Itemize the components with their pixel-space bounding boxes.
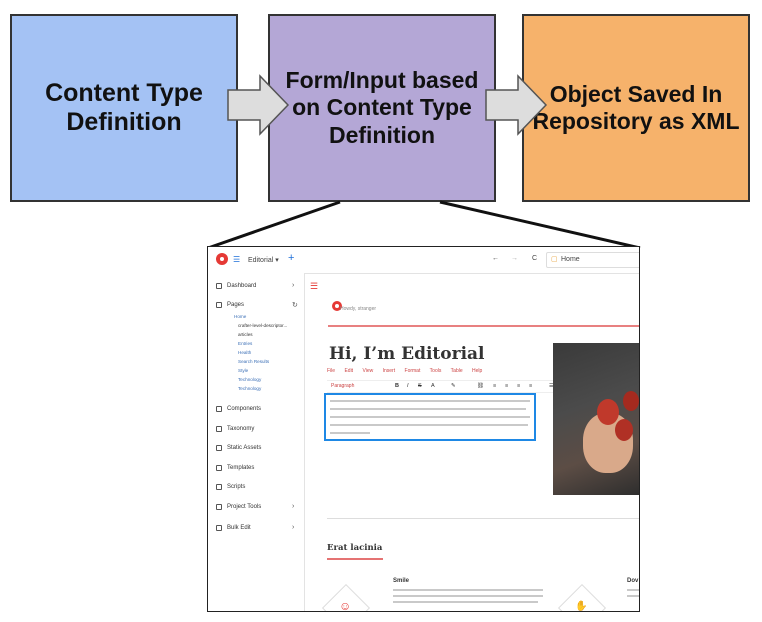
align-right-icon[interactable]: ≡	[517, 383, 521, 389]
content-type-definition-label: Content Type Definition	[45, 78, 203, 137]
chevron-right-icon: ›	[292, 524, 295, 531]
greeting-text: Howdy, stranger	[340, 306, 377, 312]
tree-item[interactable]: Search Results	[238, 359, 270, 364]
address-bar[interactable]: Home ▢	[546, 252, 639, 268]
menu-item[interactable]: Insert	[382, 368, 396, 374]
sidebar: Dashboard › Pages ↻ Home crafter-level-d…	[208, 273, 305, 611]
menu-item[interactable]: File	[327, 368, 336, 374]
preview-panel: ☰ Howdy, stranger Hi, I’m Editorial File…	[305, 273, 639, 612]
sidebar-label: Dashboard	[227, 283, 257, 289]
section-heading: Erat lacinia	[327, 543, 383, 553]
menu-item[interactable]: Table	[450, 368, 463, 374]
menu-item[interactable]: Help	[472, 368, 483, 374]
sidebar-label: Taxonomy	[227, 426, 255, 432]
tree-item[interactable]: Entries	[238, 341, 253, 346]
crafter-logo-icon	[216, 253, 228, 265]
highlight-icon[interactable]: ✎	[451, 383, 456, 389]
sidebar-item-dashboard[interactable]: Dashboard	[216, 283, 256, 289]
address-text: Home	[561, 256, 580, 263]
site-selector[interactable]: Editorial ▾	[248, 257, 279, 264]
strawberry-photo	[553, 343, 639, 495]
tag-icon	[216, 426, 222, 432]
top-bar: ☰ Editorial ▾ + ← → C Home ▢	[208, 247, 639, 274]
sidebar-item-static-assets[interactable]: Static Assets	[216, 445, 261, 451]
forward-icon[interactable]: →	[511, 255, 518, 262]
menu-item[interactable]: Format	[404, 368, 421, 374]
italic-icon[interactable]: I	[407, 383, 409, 389]
menu-item[interactable]: Edit	[344, 368, 354, 374]
align-left-icon[interactable]: ≡	[493, 383, 497, 389]
tree-item[interactable]: Home	[234, 314, 247, 319]
content-type-definition-box: Content Type Definition	[10, 14, 238, 202]
code-icon	[216, 484, 222, 490]
smile-icon: ☺	[339, 599, 352, 612]
chevron-right-icon: ›	[292, 503, 295, 510]
sidebar-label: Project Tools	[227, 504, 262, 510]
hand-icon: ✋	[575, 601, 588, 612]
object-saved-box: Object Saved In Repository as XML	[522, 14, 750, 202]
site-header-bar	[328, 295, 639, 327]
form-input-label: Form/Input based on Content Type Definit…	[285, 67, 479, 148]
page-heading[interactable]: Hi, I’m Editorial	[329, 344, 485, 364]
sidebar-label: Scripts	[227, 484, 246, 490]
bold-icon[interactable]: B	[395, 383, 399, 389]
tree-item[interactable]: articles	[238, 332, 253, 337]
bullet-list-icon[interactable]: ☰	[549, 383, 554, 389]
sidebar-label: Components	[227, 406, 262, 412]
sidebar-item-pages[interactable]: Pages	[216, 302, 244, 308]
card-title: Smile	[393, 578, 410, 584]
sidebar-label: Pages	[227, 302, 245, 308]
align-justify-icon[interactable]: ≡	[529, 383, 533, 389]
editor-menubar: File Edit View Insert Format Tools Table…	[327, 368, 633, 379]
rich-text-editor[interactable]	[324, 393, 536, 441]
sidebar-item-project-tools[interactable]: Project Tools	[216, 504, 261, 510]
object-saved-label: Object Saved In Repository as XML	[532, 80, 740, 134]
tools-icon	[216, 504, 222, 510]
reload-icon[interactable]: C	[532, 255, 538, 262]
menu-item[interactable]: Tools	[429, 368, 442, 374]
menu-item[interactable]: View	[362, 368, 374, 374]
components-icon	[216, 406, 222, 412]
tree-item[interactable]: Technology	[238, 386, 262, 391]
sidebar-item-taxonomy[interactable]: Taxonomy	[216, 426, 254, 432]
tree-item[interactable]: Technology	[238, 377, 262, 382]
page-icon	[216, 302, 222, 308]
add-icon[interactable]: +	[288, 252, 295, 264]
tree-item[interactable]: crafter-level-descriptor...	[238, 323, 288, 328]
section-underline	[327, 558, 383, 560]
hamburger-icon[interactable]: ☰	[310, 281, 319, 291]
card-title: Dov	[627, 578, 639, 584]
sidebar-label: Templates	[227, 465, 255, 471]
link-icon[interactable]: ⛓	[477, 383, 484, 389]
lock-icon: ▢	[551, 256, 558, 263]
tree-item[interactable]: Style	[238, 368, 249, 373]
copy-icon	[216, 525, 222, 531]
sidebar-item-scripts[interactable]: Scripts	[216, 484, 245, 490]
arrow-right-icon	[485, 74, 548, 136]
back-icon[interactable]: ←	[492, 255, 499, 262]
divider	[327, 518, 639, 519]
menu-icon[interactable]: ☰	[233, 255, 241, 264]
text-color-icon[interactable]: A	[431, 383, 435, 389]
cms-screenshot: ☰ Editorial ▾ + ← → C Home ▢ Dashboard ›…	[207, 246, 640, 612]
sidebar-item-bulk-edit[interactable]: Bulk Edit	[216, 525, 251, 531]
tree-item[interactable]: Health	[238, 350, 252, 355]
site-logo-icon	[332, 301, 342, 311]
paragraph-select[interactable]: Paragraph	[331, 383, 355, 389]
strikethrough-icon[interactable]: S	[418, 383, 422, 389]
sidebar-item-components[interactable]: Components	[216, 406, 261, 412]
refresh-icon[interactable]: ↻	[292, 302, 298, 309]
sidebar-label: Bulk Edit	[227, 525, 251, 531]
arrow-right-icon	[227, 74, 290, 136]
align-center-icon[interactable]: ≡	[505, 383, 509, 389]
sidebar-label: Static Assets	[227, 445, 262, 451]
chevron-right-icon: ›	[292, 282, 295, 289]
sidebar-item-templates[interactable]: Templates	[216, 465, 254, 471]
file-icon	[216, 465, 222, 471]
dashboard-icon	[216, 283, 222, 289]
image-icon	[216, 445, 222, 451]
